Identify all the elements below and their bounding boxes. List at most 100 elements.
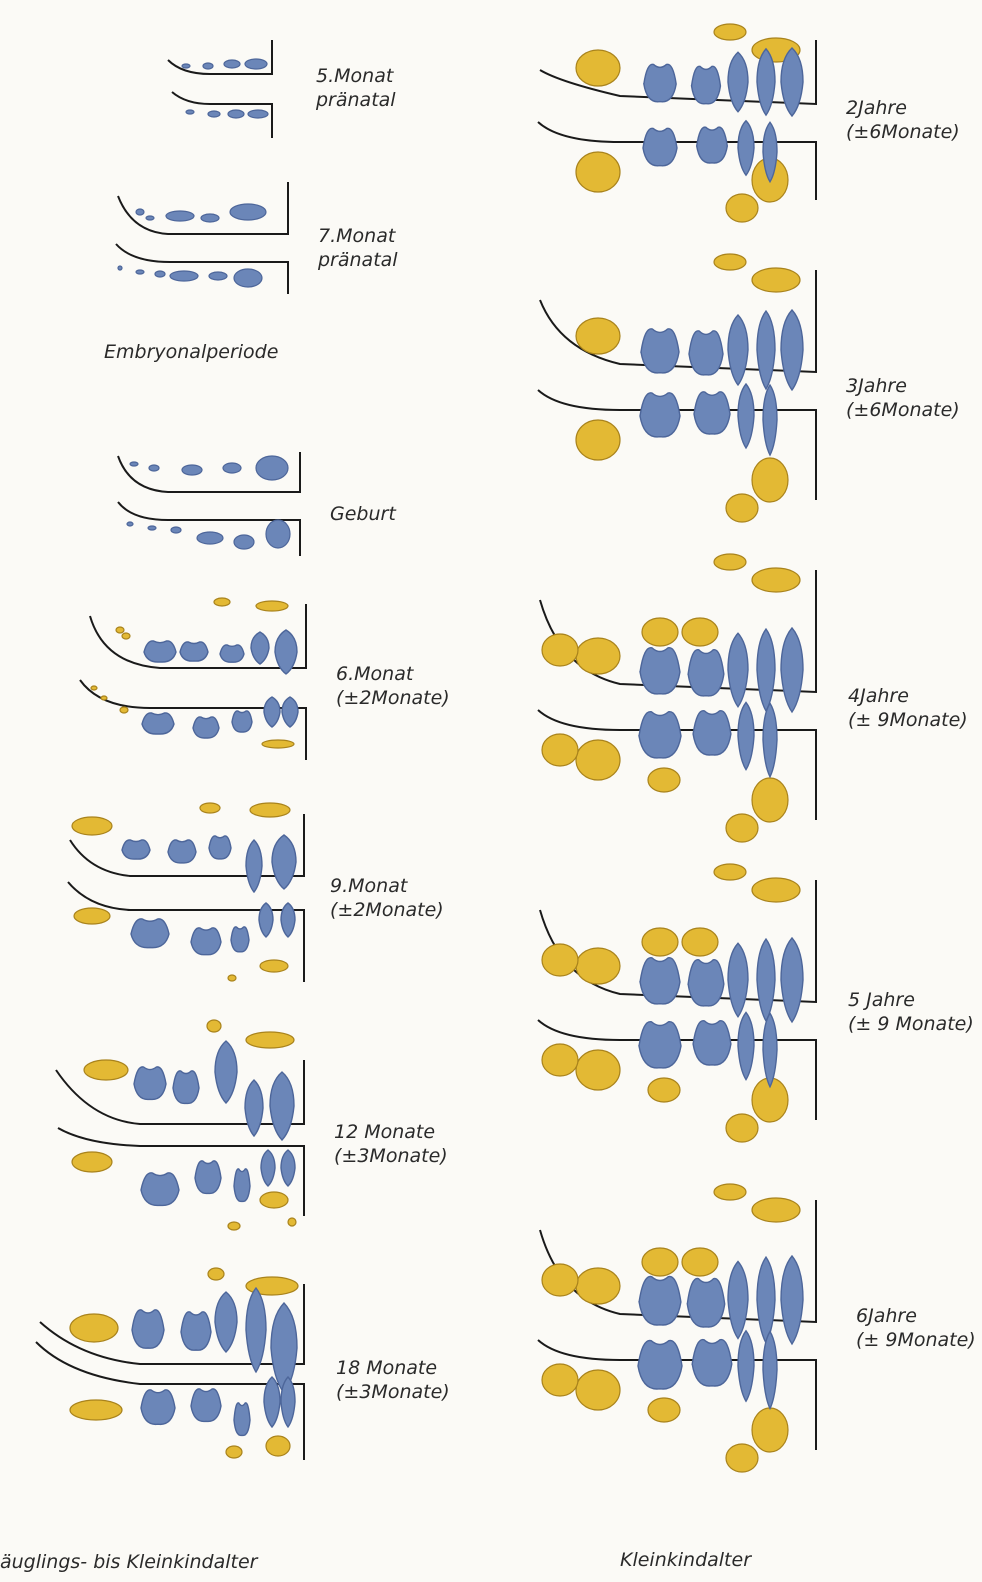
tooth-molar [644,64,676,101]
tooth-molar [640,958,680,1004]
tooth-germ [256,601,288,611]
stage-label-line1: 3Jahre [846,374,960,398]
tooth-incisor [781,48,803,116]
tooth-germ [642,928,678,956]
tooth-incisor [763,703,777,777]
tooth-incisor [757,311,775,389]
stage-label-line1: 9.Monat [330,874,444,898]
tooth-germ [116,627,124,633]
tooth-germ [262,740,294,748]
tooth-germ [752,878,800,902]
tooth-incisor [781,628,803,712]
stage-label-line1: Geburt [330,502,396,526]
tooth-germ [642,618,678,646]
tooth-germ [726,814,758,842]
stage-label-line1: 5 Jahre [848,988,974,1012]
tooth-incisor [728,315,748,385]
tooth-molar [692,1340,732,1386]
tooth-germ [182,465,202,475]
tooth-incisor [763,1332,777,1409]
tooth-germ [266,1436,290,1456]
tooth-incisor [757,629,775,711]
stage-label-6-jahre: 6Jahre (± 9Monate) [856,1304,976,1352]
stage-label-line2: pränatal [318,248,398,272]
tooth-germ [266,520,290,548]
tooth-germ [682,1248,718,1276]
tooth-germ [130,462,138,466]
tooth-germ [246,1032,294,1048]
stage-label-6-monat: 6.Monat (±2Monate) [336,662,450,710]
stage-5-jahre-jaw [538,864,816,1142]
tooth-germ [752,568,800,592]
tooth-germ [752,268,800,292]
tooth-molar [195,1161,221,1194]
tooth-germ [542,634,578,666]
tooth-germ [146,216,154,220]
tooth-incisor [259,903,273,937]
tooth-molar [234,1403,250,1436]
stage-label-5-jahre: 5 Jahre (± 9 Monate) [848,988,974,1036]
stage-label-line1: 4Jahre [848,684,968,708]
tooth-molar [687,1278,724,1327]
tooth-molar [694,392,730,434]
embryo-period-caption: Embryonalperiode [104,340,278,364]
tooth-incisor [246,840,262,892]
tooth-molar [144,641,176,662]
tooth-incisor [763,385,777,455]
tooth-molar [639,712,681,758]
tooth-molar [131,919,169,948]
tooth-germ [200,803,220,813]
tooth-germ [228,110,244,118]
tooth-germ [84,1060,128,1080]
left-bottom-caption: äuglings- bis Kleinkindalter [0,1550,257,1574]
stage-geburt-jaw [118,452,300,556]
tooth-germ [752,778,788,822]
tooth-molar [134,1067,166,1100]
jaw-outline-lower [116,244,288,294]
tooth-germ [248,110,268,118]
tooth-incisor [763,1013,777,1087]
tooth-incisor [738,384,754,448]
tooth-incisor [781,938,803,1022]
tooth-germ [714,554,746,570]
tooth-germ [170,271,198,281]
tooth-germ [752,458,788,502]
tooth-germ [542,944,578,976]
tooth-incisor [251,632,269,664]
tooth-germ [228,1222,240,1230]
tooth-incisor [281,903,295,937]
stage-4-jahre-jaw [538,554,816,842]
tooth-incisor [281,1377,295,1427]
tooth-germ [197,532,223,544]
stage-label-line1: 6Jahre [856,1304,976,1328]
tooth-germ [186,110,194,114]
stage-7-monat-jaw [116,182,288,294]
tooth-germ [226,1446,242,1458]
tooth-molar [643,128,677,165]
tooth-germ [182,64,190,68]
right-bottom-caption: Kleinkindalter [620,1548,751,1572]
stage-label-line2: (±2Monate) [336,686,450,710]
tooth-molar [220,645,244,662]
tooth-germ [260,960,288,972]
stage-label-line1: 5.Monat [316,64,396,88]
tooth-germ [214,598,230,606]
tooth-germ [726,194,758,222]
tooth-incisor [270,1072,294,1140]
tooth-germ [648,768,680,792]
stage-label-9-monat: 9.Monat (±2Monate) [330,874,444,922]
tooth-incisor [281,1150,295,1186]
stage-label-line2: (± 9 Monate) [848,1012,974,1036]
stage-label-line2: pränatal [316,88,396,112]
stage-5-monat-jaw [168,40,272,138]
tooth-germ [207,1020,221,1032]
tooth-molar [191,928,221,955]
tooth-germ [260,1192,288,1208]
stage-label-18-monate: 18 Monate (±3Monate) [336,1356,450,1404]
tooth-incisor [261,1150,275,1186]
tooth-molar [689,331,723,375]
tooth-molar [231,927,249,952]
tooth-germ [752,1198,800,1222]
stage-6-jahre-jaw [538,1184,816,1472]
tooth-germ [230,204,266,220]
